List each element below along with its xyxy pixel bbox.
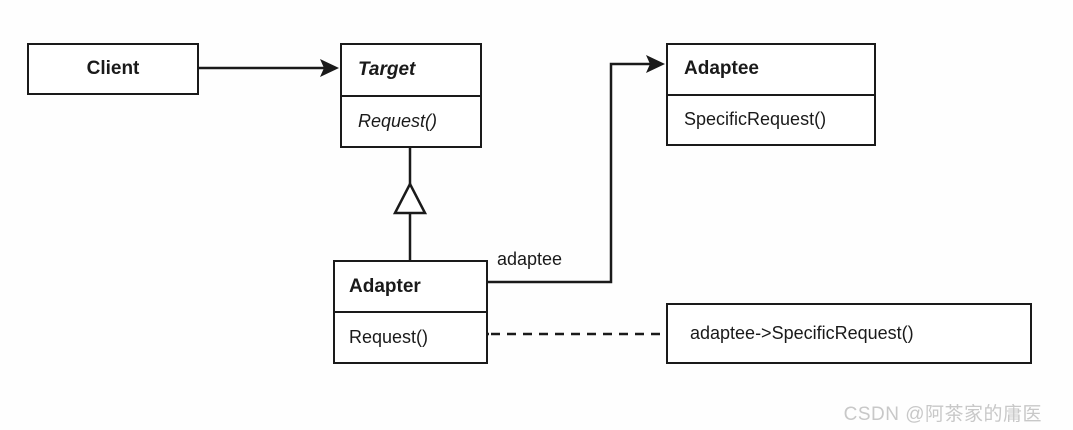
adapter-to-target-inheritance	[392, 148, 428, 260]
arrowhead-right-icon	[320, 59, 339, 77]
class-adapter-name: Adapter	[335, 262, 486, 313]
client-to-target-association	[199, 59, 339, 77]
class-client: Client	[27, 43, 199, 95]
watermark-text: CSDN @阿茶家的庸医	[843, 404, 1042, 425]
class-adaptee-name: Adaptee	[668, 45, 874, 96]
class-adaptee-operation: SpecificRequest()	[684, 109, 827, 130]
adaptee-role-label: adaptee	[497, 249, 563, 269]
class-target-name: Target	[342, 45, 480, 97]
arrowhead-right-icon	[646, 55, 665, 73]
adapter-to-adaptee-association	[488, 55, 665, 284]
note-box: adaptee->SpecificRequest()	[666, 303, 1032, 364]
class-adapter-operation: Request()	[349, 327, 429, 347]
note-text: adaptee->SpecificRequest()	[690, 323, 914, 343]
class-adapter: Adapter Request()	[333, 260, 488, 364]
inheritance-triangle-icon	[392, 181, 428, 215]
class-client-name: Client	[86, 58, 140, 79]
class-adaptee: Adaptee SpecificRequest()	[666, 43, 876, 146]
class-target-operation: Request()	[358, 110, 438, 131]
class-target: Target Request()	[340, 43, 482, 148]
